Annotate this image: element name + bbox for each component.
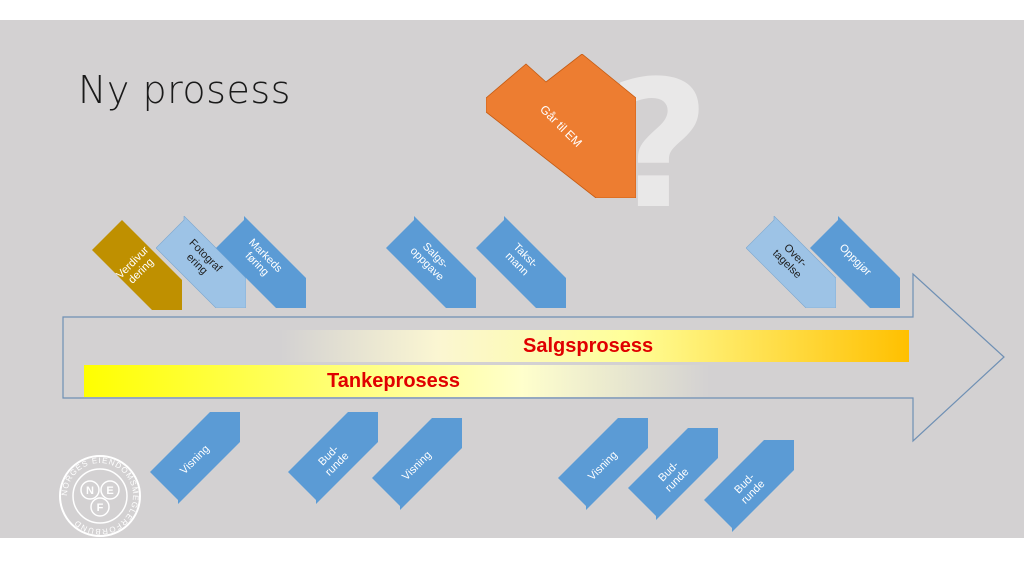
svg-text:F: F	[97, 502, 104, 514]
nef-logo: NORGES EIENDOMSMEGLERFORBUND N E F	[58, 454, 142, 538]
chevron-salgsoppgave: Salgs- oppgave	[386, 216, 476, 308]
tankeprosess-label: Tankeprosess	[327, 370, 461, 392]
chevron-visning-3: Visning	[558, 418, 648, 510]
slide: ? Ny prosess Salgsprosess Tankeprosess G…	[0, 20, 1024, 538]
chevron-budrunde-2: Bud- runde	[628, 428, 718, 520]
chevron-overtagelse: Over- tagelse	[746, 216, 836, 308]
process-arrow	[62, 272, 1005, 443]
chevron-visning-2: Visning	[372, 418, 462, 510]
chevron-oppgjor: Oppgjør	[810, 216, 900, 308]
chevron-visning-1: Visning	[150, 412, 240, 504]
slide-title: Ny prosess	[78, 68, 291, 112]
chevron-budrunde-1: Bud- runde	[288, 412, 378, 504]
svg-text:N: N	[86, 485, 94, 497]
chevron-verdivurdering: Verdivur dering	[92, 220, 182, 310]
chevron-markedsforing: Markeds føring	[216, 216, 306, 308]
chevron-fotografering: Fotograf ering	[156, 216, 246, 308]
svg-text:E: E	[106, 485, 113, 497]
chevron-takstmann: Takst- mann	[476, 216, 566, 308]
chevron-budrunde-3: Bud- runde	[704, 440, 794, 532]
salgsprosess-label: Salgsprosess	[523, 335, 654, 357]
salgsprosess-bar	[280, 330, 909, 362]
orange-chevron: Går til EM	[486, 54, 636, 198]
tankeprosess-bar	[84, 365, 710, 397]
